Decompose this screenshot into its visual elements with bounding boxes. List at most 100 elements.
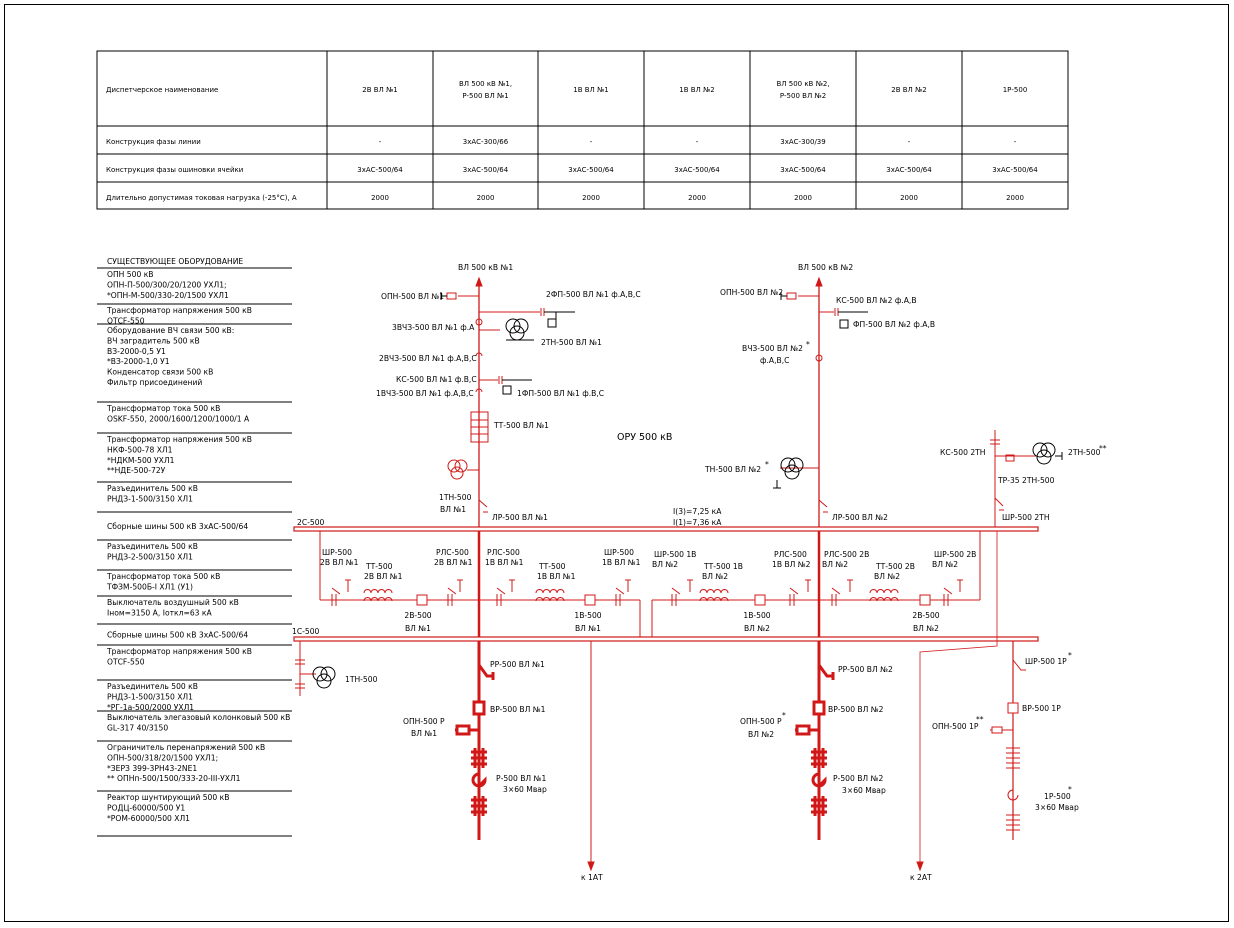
breaker-label: 2В-500 xyxy=(404,611,431,620)
legend-text: Выключатель воздушный 500 кВ xyxy=(107,598,239,607)
bay-label: 1В ВЛ №1 xyxy=(537,572,576,581)
legend-text: Реактор шунтирующий 500 кВ xyxy=(107,793,229,802)
label-l_2fp_vl1: 2ФП-500 ВЛ №1 ф.А,В,С xyxy=(546,290,641,299)
legend-text: OSKF-550, 2000/1600/1200/1000/1 А xyxy=(107,414,250,423)
legend-text: Трансформатор тока 500 кВ xyxy=(106,404,220,413)
tn-1-vl1 xyxy=(447,459,479,480)
bay-label: ТТ-500 xyxy=(538,562,566,571)
label-sc2: I(1)=7,36 кА xyxy=(673,518,722,527)
legend-text: ** ОПНп-500/1500/333-20-III-УХЛ1 xyxy=(107,774,241,783)
label-l_ks_2tn: КС-500 2ТН xyxy=(940,448,986,457)
legend-text: Разъединитель 500 кВ xyxy=(107,682,198,691)
equipment-legend: СУЩЕСТВУЮЩЕЕ ОБОРУДОВАНИЕ ОПН 500 кВОПН-… xyxy=(97,257,292,837)
cell-bus: 3хАС-500/64 xyxy=(886,166,932,174)
ct-vl1 xyxy=(470,411,489,443)
bay-label: ТТ-500 2В xyxy=(875,562,915,571)
column-name: 2В ВЛ №2 xyxy=(891,86,927,94)
column-name: 2В ВЛ №1 xyxy=(362,86,398,94)
label-l_vr1: ВР-500 ВЛ №1 xyxy=(490,705,546,714)
cell-current: 2000 xyxy=(371,194,389,202)
column-name: Р-500 ВЛ №1 xyxy=(462,92,508,100)
bay-label: ВЛ №2 xyxy=(652,560,678,569)
bus-1c-500 xyxy=(293,636,1039,642)
column-name: 1В ВЛ №1 xyxy=(573,86,609,94)
cell-bus: 3хАС-500/64 xyxy=(992,166,1038,174)
hf-filter-vl1 xyxy=(479,308,575,328)
label-star: * xyxy=(1068,651,1072,660)
opn-500-vl2 xyxy=(780,292,819,300)
bay-label: ШР-500 xyxy=(604,548,634,557)
bay-label: ТТ-500 xyxy=(365,562,393,571)
legend-text: Сборные шины 500 кВ 3хАС-500/64 xyxy=(107,631,248,640)
label-star: * xyxy=(782,711,786,720)
legend-text: ТФЗМ-500Б-I ХЛ1 (У1) xyxy=(106,582,193,591)
cell-line: - xyxy=(590,138,593,146)
row-header: Конструкция фазы линии xyxy=(106,138,201,146)
legend-text: Конденсатор связи 500 кВ xyxy=(107,368,213,377)
label-l_opn1p: ОПН-500 1Р xyxy=(932,722,979,731)
row-header: Диспетчерское наименование xyxy=(106,86,218,94)
tn-1-500 xyxy=(295,641,336,696)
bay-label: ТТ-500 1В xyxy=(703,562,743,571)
label-l_opnp2_a: ОПН-500 Р xyxy=(740,717,782,726)
legend-text: Выключатель элегазовый колонковый 500 кВ xyxy=(107,713,290,722)
legend-text: РНДЗ-1-500/3150 ХЛ1 xyxy=(107,692,193,701)
coupling-capacitor-vl2 xyxy=(819,308,868,329)
opn-500-vl1 xyxy=(440,292,479,300)
column-name: 1Р-500 xyxy=(1003,86,1028,94)
legend-text: **НДЕ-500-72У xyxy=(107,466,166,475)
label-l_1p: 1Р-500 xyxy=(1044,792,1071,801)
bay-label: 2В ВЛ №1 xyxy=(364,572,403,581)
cell-current: 2000 xyxy=(1006,194,1024,202)
legend-text: РОДЦ-60000/500 У1 xyxy=(107,803,185,812)
bay-label: 2В ВЛ №1 xyxy=(320,558,359,567)
bay-label: 1В ВЛ №1 xyxy=(602,558,641,567)
label-label_vl2: ВЛ 500 кВ №2 xyxy=(798,263,853,272)
legend-text: Трансформатор тока 500 кВ xyxy=(106,572,220,581)
label-l_shr1p: ШР-500 1Р xyxy=(1025,657,1067,666)
cell-line: - xyxy=(379,138,382,146)
cell-current: 2000 xyxy=(900,194,918,202)
bay-label: РЛС-500 xyxy=(774,550,807,559)
label-l_opn_vl1: ОПН-500 ВЛ №1 xyxy=(381,292,444,301)
tn-2-vl1 xyxy=(479,318,534,341)
label-l_fp_vl2: ФП-500 ВЛ №2 ф.А,В xyxy=(853,320,935,329)
bus-2c-500 xyxy=(293,526,1039,532)
bay-label: ВЛ №2 xyxy=(932,560,958,569)
label-l_1vchz: 1ВЧЗ-500 ВЛ №1 ф.А,В,С xyxy=(376,389,474,398)
label-star: * xyxy=(765,460,769,469)
label-label_vl1: ВЛ 500 кВ №1 xyxy=(458,263,513,272)
breaker-label: ВЛ №1 xyxy=(405,624,431,633)
cell-bus: 3хАС-500/64 xyxy=(780,166,826,174)
cell-bus: 3хАС-500/64 xyxy=(568,166,614,174)
label-l_opnp1_a: ОПН-500 Р xyxy=(403,717,445,726)
legend-text: *РГ-1а-500/2000 УХЛ1 xyxy=(107,703,194,712)
legend-text: Разъединитель 500 кВ xyxy=(107,542,198,551)
hf-trap-vl1 xyxy=(475,318,483,393)
label-l_opnp2_b: ВЛ №2 xyxy=(748,730,774,739)
cell-current: 2000 xyxy=(688,194,706,202)
breaker-label: ВЛ №2 xyxy=(744,624,770,633)
label-l_2tn_vl1: 2ТН-500 ВЛ №1 xyxy=(541,338,602,347)
cell-current: 2000 xyxy=(794,194,812,202)
label-sc1: I(3)=7,25 кА xyxy=(673,507,722,516)
label-l_ks_vl1: КС-500 ВЛ №1 ф.В,С xyxy=(396,375,477,384)
disconnector-lr-vl2 xyxy=(818,499,828,513)
label-to1: к 1АТ xyxy=(581,873,603,882)
bay-label: РЛС-500 xyxy=(436,548,469,557)
breaker-label: ВЛ №1 xyxy=(575,624,601,633)
column-name: 1В ВЛ №2 xyxy=(679,86,715,94)
bay-label: 2В ВЛ №1 xyxy=(434,558,473,567)
label-to2: к 2АТ xyxy=(910,873,932,882)
label-l_rr2: РР-500 ВЛ №2 xyxy=(838,665,893,674)
legend-text: НКФ-500-78 ХЛ1 xyxy=(107,445,173,454)
label-l_mvar: 3×60 Мвар xyxy=(1035,803,1079,812)
legend-text: ОПН-500/318/20/1500 УХЛ1; xyxy=(107,753,218,762)
label-l_vchz2_b: ф.А,В,С xyxy=(760,356,789,365)
legend-text: *ВЗ-2000-1,0 У1 xyxy=(107,357,170,366)
legend-text: ВЧ заградитель 500 кВ xyxy=(107,336,200,345)
breaker-label: 2В-500 xyxy=(912,611,939,620)
cell-bus: 3хАС-500/64 xyxy=(463,166,509,174)
